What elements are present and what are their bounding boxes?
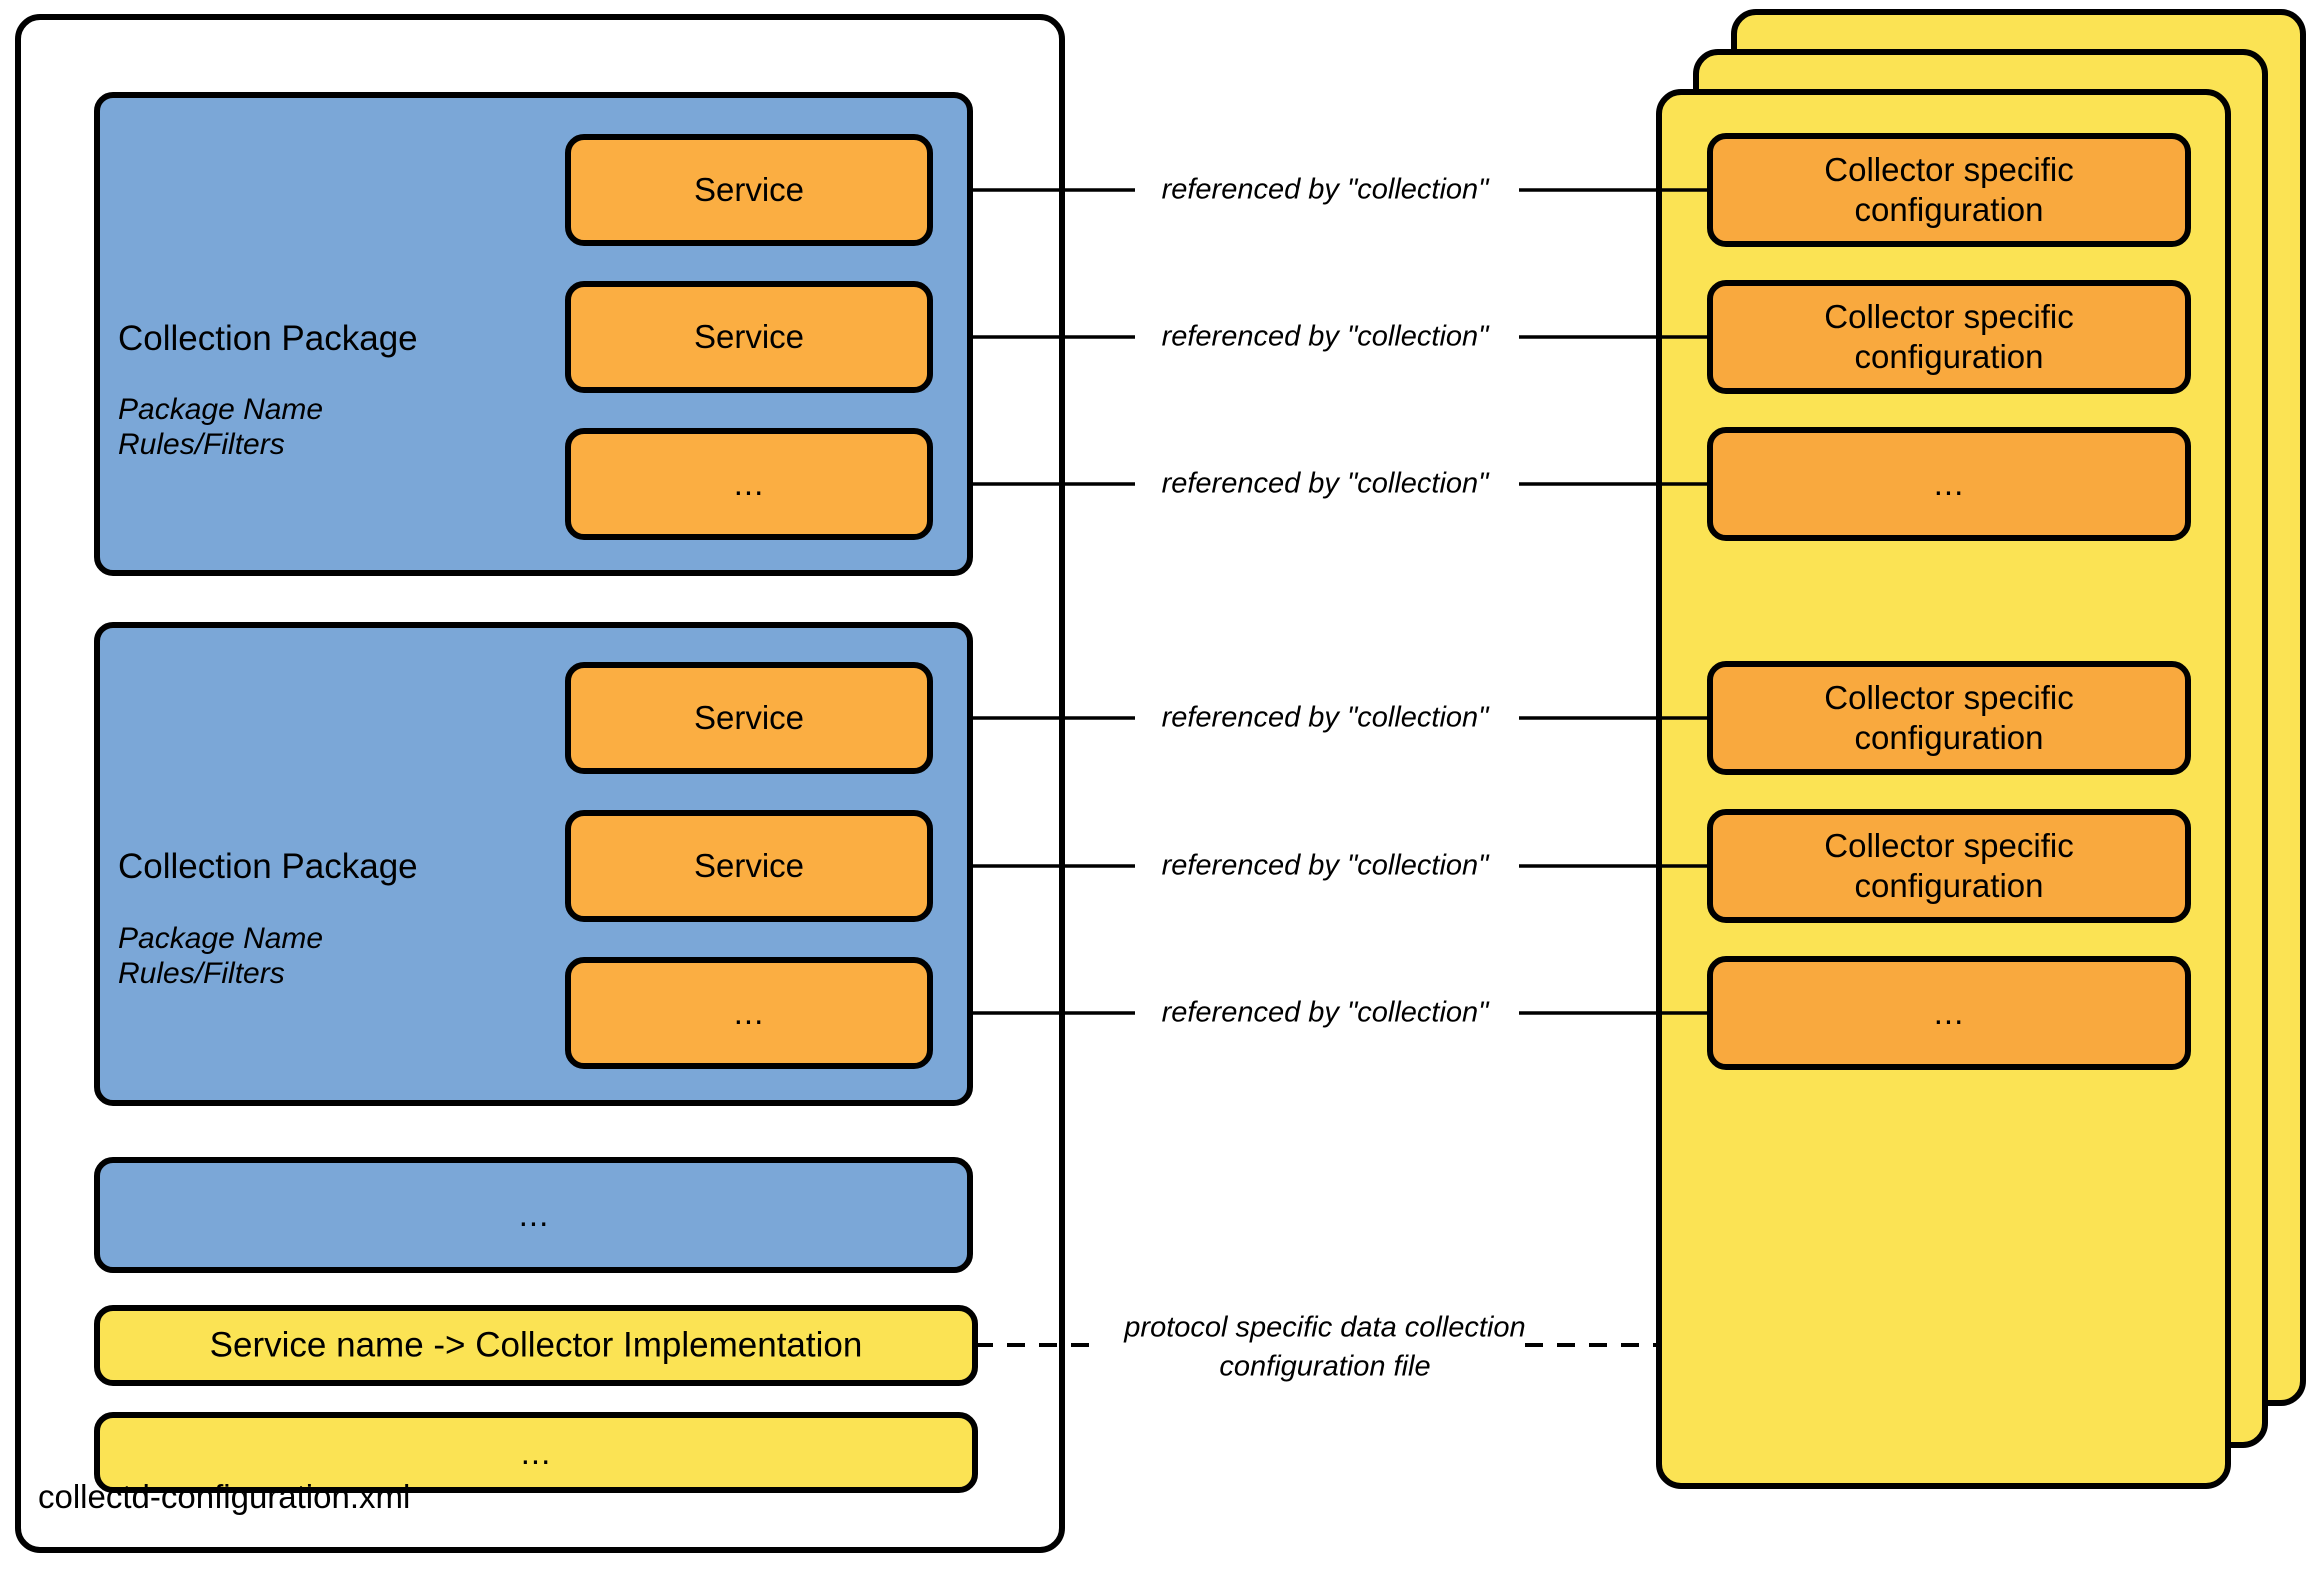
collection-package-2-title: Collection Package	[118, 847, 418, 886]
service-box-1-3-label: ...	[733, 464, 765, 502]
collectd-config-filename-caption: collectd-configuration.xml	[38, 1478, 411, 1515]
service-box-1-2-label: Service	[693, 317, 805, 355]
service-box-2-2-label: Service	[693, 846, 805, 884]
service-box-2-2[interactable]	[565, 810, 933, 922]
edge-label-protocol-file-line-1: protocol specific data collection	[1124, 1311, 1526, 1344]
collector-config-box-2[interactable]	[1707, 280, 2191, 394]
collector-config-box-6-line-1: ...	[1933, 993, 1965, 1031]
edge-label-referenced-by-6: referenced by "collection"	[1161, 996, 1489, 1029]
collector-config-box-4-line-2: configuration	[1854, 718, 2044, 756]
service-to-collector-map-ellipsis-label: ...	[520, 1433, 552, 1471]
collection-package-1-title: Collection Package	[118, 319, 418, 358]
collection-package-1-subline-1: Package Name	[118, 393, 324, 426]
service-box-2-3[interactable]	[565, 957, 933, 1069]
collection-package-2-subline-1: Package Name	[118, 922, 324, 955]
edge-label-referenced-by-2: referenced by "collection"	[1161, 320, 1489, 353]
collection-package-1-subline-2: Rules/Filters	[118, 428, 285, 461]
collector-config-box-5[interactable]	[1707, 809, 2191, 923]
collector-config-box-3-line-1: ...	[1933, 464, 1965, 502]
collector-config-box-5-line-2: configuration	[1854, 866, 2044, 904]
service-box-1-3[interactable]	[565, 428, 933, 540]
service-box-1-2[interactable]	[565, 281, 933, 393]
collector-config-box-1[interactable]	[1707, 133, 2191, 247]
service-box-2-1-label: Service	[693, 698, 805, 736]
collector-config-box-4[interactable]	[1707, 661, 2191, 775]
service-box-2-3-label: ...	[733, 993, 765, 1031]
collector-config-box-6[interactable]	[1707, 956, 2191, 1070]
service-box-2-1[interactable]	[565, 662, 933, 774]
collector-config-box-1-line-1: Collector specific	[1824, 150, 2074, 188]
edge-label-referenced-by-5: referenced by "collection"	[1161, 849, 1489, 882]
edge-label-referenced-by-1: referenced by "collection"	[1161, 173, 1489, 206]
collector-config-box-3[interactable]	[1707, 427, 2191, 541]
collection-package-ellipsis[interactable]	[94, 1157, 973, 1273]
collector-config-box-2-line-1: Collector specific	[1824, 297, 2074, 335]
service-to-collector-map-row[interactable]	[94, 1305, 978, 1386]
service-box-1-1-label: Service	[693, 170, 805, 208]
collector-config-box-5-line-1: Collector specific	[1824, 826, 2074, 864]
service-box-1-1[interactable]	[565, 134, 933, 246]
edge-label-referenced-by-4: referenced by "collection"	[1161, 701, 1489, 734]
edge-label-referenced-by-3: referenced by "collection"	[1161, 467, 1489, 500]
collector-config-box-4-line-1: Collector specific	[1824, 678, 2074, 716]
collector-config-box-1-line-2: configuration	[1854, 190, 2044, 228]
collection-package-2-subline-2: Rules/Filters	[118, 957, 285, 990]
service-to-collector-map-row-label: Service name -> Collector Implementation	[209, 1325, 863, 1365]
edge-label-protocol-file-line-2: configuration file	[1219, 1350, 1431, 1383]
collector-config-box-2-line-2: configuration	[1854, 337, 2044, 375]
service-to-collector-map-ellipsis[interactable]	[94, 1412, 978, 1493]
collection-package-ellipsis-label: ...	[518, 1195, 550, 1233]
